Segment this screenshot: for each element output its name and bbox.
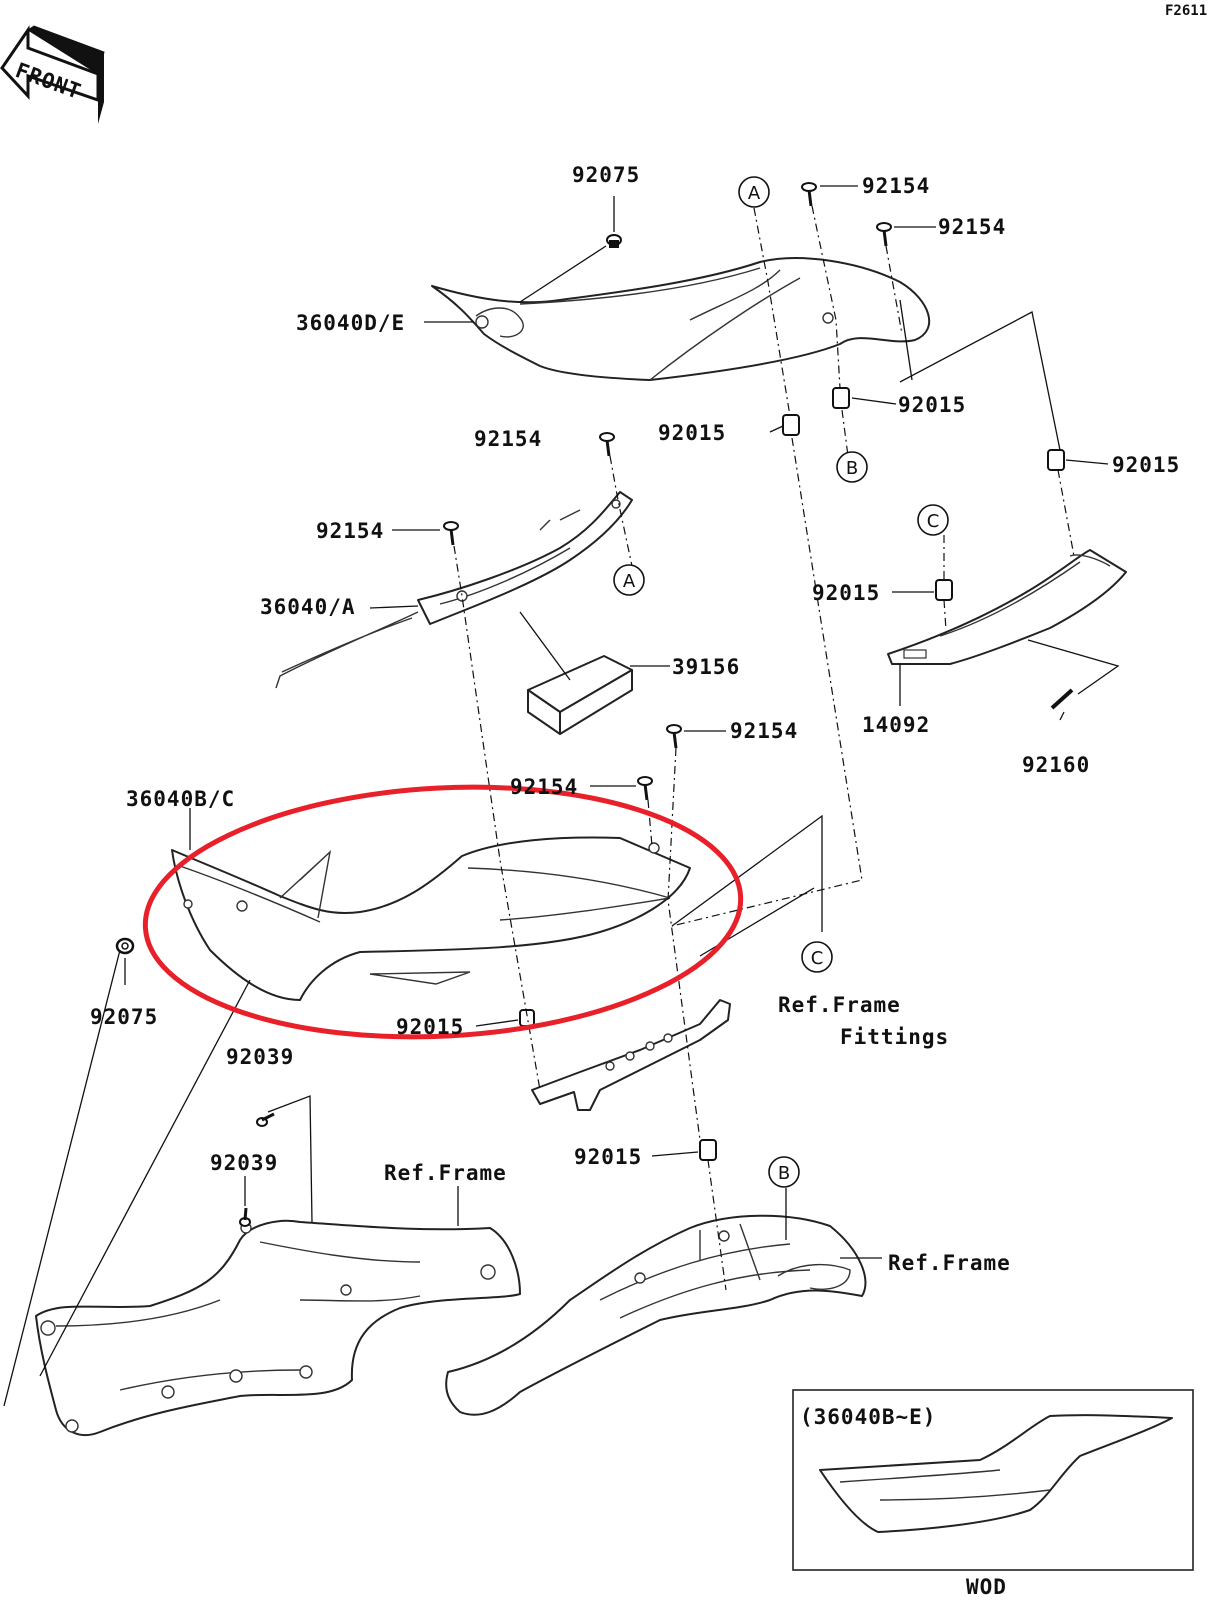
label-92154-mid: 92154 <box>474 427 542 451</box>
frame-right <box>445 1214 867 1416</box>
grommet-92015-mid-icon <box>782 414 800 436</box>
inset-caption: (36040B~E) <box>800 1405 936 1429</box>
label-ref-frame-right: Ref.Frame <box>888 1251 1011 1275</box>
label-39156: 39156 <box>672 655 740 679</box>
screw-92154-cover1-icon <box>666 724 682 749</box>
label-36040D-E: 36040D/E <box>296 311 405 335</box>
leader-lines <box>3 185 1120 1407</box>
svg-text:A: A <box>623 571 636 592</box>
callout-B-bottom: B <box>768 1156 800 1188</box>
figure-code: F2611 <box>1165 3 1207 19</box>
bracket-14092 <box>887 549 1127 665</box>
label-92075-left: 92075 <box>90 1005 158 1029</box>
grommet-92015-right1-icon <box>832 387 850 409</box>
label-92075-top: 92075 <box>572 163 640 187</box>
label-92039-2: 92039 <box>210 1151 278 1175</box>
inset-footer: WOD <box>966 1575 1007 1599</box>
screw-92154-top2-icon <box>876 222 892 247</box>
label-ref-frame-left: Ref.Frame <box>384 1161 507 1185</box>
grommet-92075-top-icon <box>606 234 622 248</box>
label-ref-frame-fittings-1: Ref.Frame <box>778 993 901 1017</box>
svg-text:C: C <box>811 948 824 969</box>
label-92015-bottom: 92015 <box>574 1145 642 1169</box>
label-92015-cover: 92015 <box>396 1015 464 1039</box>
screw-92154-top1-icon <box>801 182 817 207</box>
highlight-ellipse <box>142 784 744 1040</box>
label-92015-right1: 92015 <box>898 393 966 417</box>
assembly-dash-lines <box>453 205 1075 1291</box>
fasteners <box>115 182 1074 1227</box>
label-92015-right2: 92015 <box>1112 453 1180 477</box>
label-92015-c: 92015 <box>812 581 880 605</box>
svg-text:B: B <box>778 1163 790 1184</box>
part-labels: 92075 92154 92154 36040D/E 92015 92015 9… <box>90 163 1180 1275</box>
bracket-36040-A <box>275 491 633 689</box>
screw-92154-mid-icon <box>599 432 615 457</box>
screw-92154-cover2-icon <box>637 776 653 801</box>
front-direction-arrow-icon: FRONT <box>0 25 105 124</box>
label-92154-cover2: 92154 <box>510 775 578 799</box>
pad-39156 <box>527 655 633 735</box>
label-92039-1: 92039 <box>226 1045 294 1069</box>
bolt-92160-icon <box>1050 688 1074 710</box>
label-92154-top1: 92154 <box>862 174 930 198</box>
svg-text:C: C <box>927 511 940 532</box>
screw-92039-2-icon <box>239 1207 251 1227</box>
rail-bracket <box>531 999 731 1111</box>
label-36040B-C: 36040B/C <box>126 787 235 811</box>
callout-B-top: B <box>836 451 868 483</box>
screw-92154-left-icon <box>443 521 459 546</box>
label-36040-A: 36040/A <box>260 595 356 619</box>
label-92154-top2: 92154 <box>938 215 1006 239</box>
svg-text:B: B <box>846 458 858 479</box>
grommet-92015-c-icon <box>935 579 953 601</box>
screw-92039-1-icon <box>256 1112 275 1127</box>
side-cover-36040B-C <box>171 836 691 1001</box>
seat-cover-36040D-E <box>431 257 931 381</box>
grommet-92075-left-icon <box>115 937 135 955</box>
label-92160: 92160 <box>1022 753 1090 777</box>
grommet-92015-right2-icon <box>1047 449 1065 471</box>
callout-A-mid: A <box>613 564 645 596</box>
label-92154-cover1: 92154 <box>730 719 798 743</box>
callout-A-top: A <box>738 176 770 208</box>
svg-text:A: A <box>748 183 761 204</box>
label-92154-left: 92154 <box>316 519 384 543</box>
callout-C-bottom: C <box>801 941 833 973</box>
label-14092: 14092 <box>862 713 930 737</box>
label-92015-mid: 92015 <box>658 421 726 445</box>
label-ref-frame-fittings-2: Fittings <box>840 1025 949 1049</box>
callout-C-top: C <box>917 504 949 536</box>
inset-box: (36040B~E) WOD <box>792 1389 1194 1599</box>
frame-left <box>35 1219 521 1436</box>
grommet-92015-bottom-icon <box>699 1139 717 1161</box>
